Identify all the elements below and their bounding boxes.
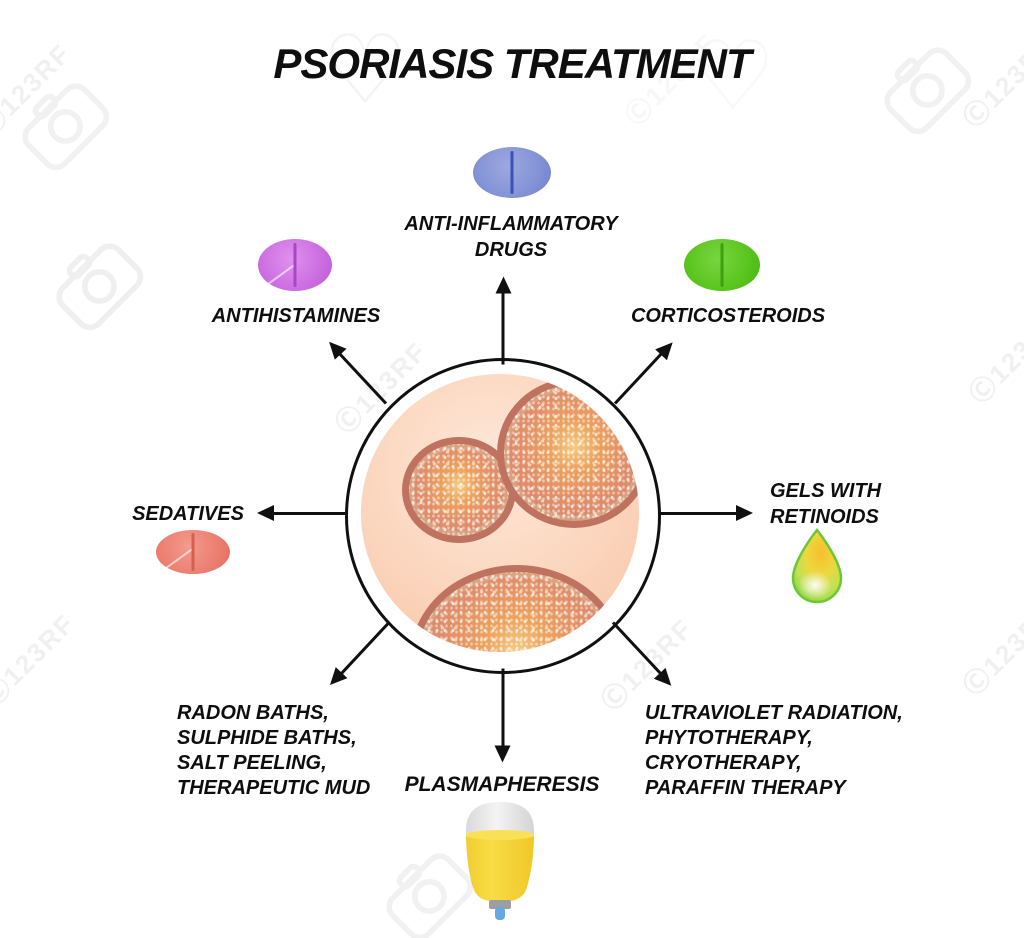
arrow-up-right-icon [613, 352, 663, 405]
label-line: CRYOTHERAPY, [645, 752, 802, 774]
plasma-bag-icon [466, 802, 534, 920]
arrow-down-left-icon [340, 620, 391, 675]
label-line: SULPHIDE BATHS, [177, 727, 357, 749]
label-line: SALT PEELING, [177, 752, 327, 774]
pill-icon [156, 530, 230, 574]
treatment-ultraviolet-group: ULTRAVIOLET RADIATION, PHYTOTHERAPY, CRY… [645, 701, 903, 801]
treatment-label: PLASMAPHERESIS [404, 773, 600, 796]
arrow-up-left-icon [338, 352, 388, 405]
label-line: GELS WITH [770, 480, 882, 502]
droplet-icon [791, 528, 843, 604]
watermark-text: Ⓒ123RF [957, 597, 1024, 702]
treatment-label: SEDATIVES [132, 503, 244, 525]
treatment-label: GELS WITH RETINOIDS [770, 478, 881, 530]
skin-illustration [361, 374, 639, 652]
pill-icon [684, 239, 760, 291]
label-line: PHYTOTHERAPY, [645, 727, 813, 749]
psoriasis-plaque [410, 565, 624, 652]
treatment-label: ANTI-INFLAMMATORY DRUGS [356, 211, 666, 263]
label-line: RADON BATHS, [177, 702, 329, 724]
arrow-up-icon [501, 292, 505, 364]
label-line: PARAFFIN THERAPY [645, 777, 846, 799]
psoriasis-plaque [497, 378, 639, 528]
label-line: THERAPEUTIC MUD [177, 777, 371, 799]
page-title: PSORIASIS TREATMENT [273, 40, 751, 87]
watermark-text: Ⓒ123RF [963, 305, 1024, 410]
arrow-right-icon [659, 511, 737, 515]
pill-icon [258, 239, 332, 291]
treatment-radon-baths-group: RADON BATHS, SULPHIDE BATHS, SALT PEELIN… [177, 701, 370, 801]
label-line: ULTRAVIOLET RADIATION, [645, 702, 903, 724]
treatment-label: ANTIHISTAMINES [211, 305, 381, 327]
treatment-label: CORTICOSTEROIDS [630, 305, 826, 327]
central-circle [345, 358, 661, 674]
label-line: DRUGS [474, 239, 548, 261]
label-line: RETINOIDS [770, 506, 879, 528]
watermark-text: Ⓒ123RF [0, 607, 81, 712]
pill-icon [473, 147, 551, 198]
watermark-camera-icon [56, 243, 144, 331]
label-line: ANTI-INFLAMMATORY [404, 213, 618, 235]
arrow-down-icon [501, 668, 505, 746]
